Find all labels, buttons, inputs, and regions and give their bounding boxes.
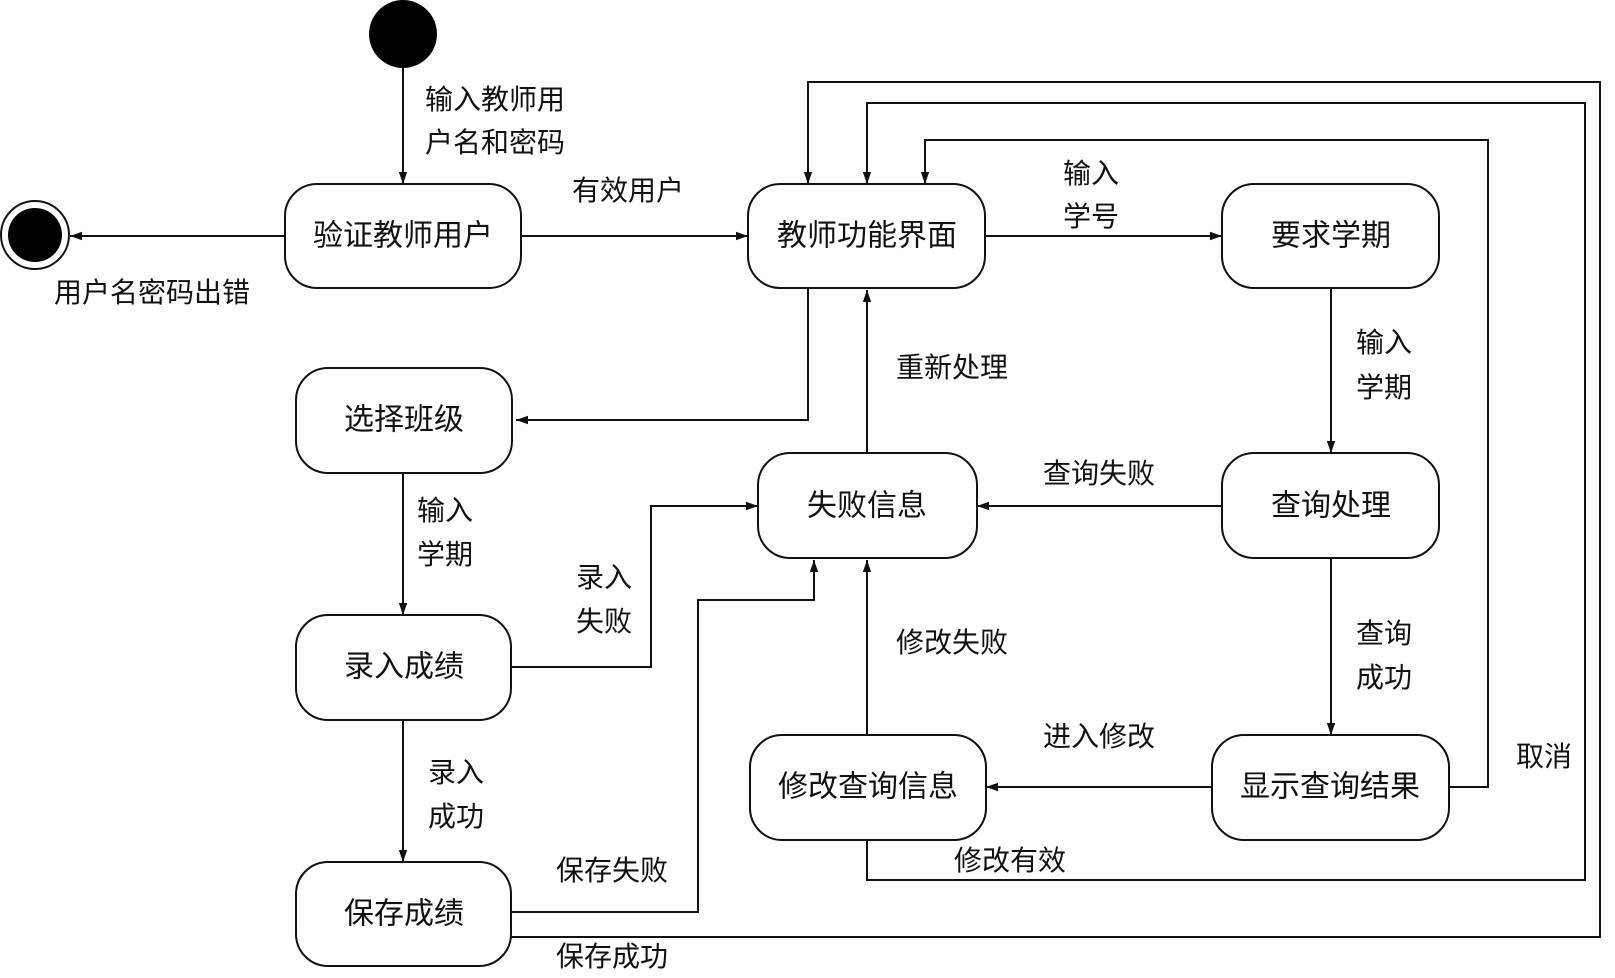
initial-state-dot — [369, 0, 437, 68]
label-entry-success-line2: 成功 — [428, 800, 484, 833]
label-save-failed: 保存失败 — [556, 854, 668, 887]
label-entry-success-line1: 录入 — [428, 756, 484, 789]
state-enter-grades-label: 录入成绩 — [344, 650, 464, 685]
edge-save-success-to-menu — [511, 81, 1601, 938]
label-save-success: 保存成功 — [556, 940, 668, 973]
state-verify-teacher-label: 验证教师用户 — [313, 219, 493, 254]
edge-enter-grades-to-fail-info — [511, 501, 758, 668]
edge-menu-to-select-class — [516, 288, 809, 425]
label-input-credentials-line1: 输入教师用 — [425, 83, 565, 116]
label-query-success-line2: 成功 — [1356, 661, 1412, 694]
state-verify-teacher: 验证教师用户 — [284, 183, 522, 289]
state-enter-grades: 录入成绩 — [295, 614, 512, 721]
label-cancel: 取消 — [1516, 740, 1572, 773]
edge-show-results-cancel-to-menu — [920, 139, 1489, 788]
edge-modify-valid-to-menu — [862, 102, 1586, 881]
state-query-processing-label: 查询处理 — [1271, 489, 1391, 524]
state-query-processing: 查询处理 — [1221, 452, 1440, 559]
state-select-class: 选择班级 — [295, 367, 513, 474]
state-request-term: 要求学期 — [1221, 183, 1440, 289]
edge-save-grades-to-fail-info — [511, 560, 819, 913]
label-input-term-select-line2: 学期 — [417, 538, 473, 571]
final-state — [0, 200, 70, 270]
label-input-term-select-line1: 输入 — [417, 494, 473, 527]
state-save-grades: 保存成绩 — [295, 861, 512, 967]
state-request-term-label: 要求学期 — [1271, 219, 1391, 254]
state-teacher-menu-label: 教师功能界面 — [777, 219, 957, 254]
label-enter-modify: 进入修改 — [1043, 720, 1155, 753]
label-modify-failed: 修改失败 — [896, 626, 1008, 659]
state-select-class-label: 选择班级 — [344, 403, 464, 438]
state-fail-info: 失败信息 — [757, 452, 978, 559]
label-input-term-query-line1: 输入 — [1356, 326, 1412, 359]
state-teacher-menu: 教师功能界面 — [747, 183, 986, 289]
label-input-term-query-line2: 学期 — [1356, 371, 1412, 404]
label-input-id-line1: 输入 — [1063, 157, 1119, 190]
label-entry-failed-line1: 录入 — [576, 561, 632, 594]
label-valid-user: 有效用户 — [572, 174, 684, 207]
label-credentials-error: 用户名密码出错 — [54, 276, 250, 309]
label-reprocess: 重新处理 — [896, 351, 1008, 384]
label-query-success-line1: 查询 — [1356, 617, 1412, 650]
state-show-query-results: 显示查询结果 — [1211, 734, 1450, 841]
state-modify-query-info-label: 修改查询信息 — [778, 770, 958, 805]
state-save-grades-label: 保存成绩 — [344, 897, 464, 932]
label-query-failed: 查询失败 — [1043, 457, 1155, 490]
label-input-id-line2: 学号 — [1063, 200, 1119, 233]
state-show-query-results-label: 显示查询结果 — [1240, 770, 1420, 805]
label-input-credentials-line2: 户名和密码 — [425, 126, 565, 159]
state-modify-query-info: 修改查询信息 — [749, 734, 987, 841]
label-entry-failed-line2: 失败 — [576, 605, 632, 638]
label-modify-valid: 修改有效 — [954, 844, 1066, 877]
state-fail-info-label: 失败信息 — [807, 489, 927, 524]
